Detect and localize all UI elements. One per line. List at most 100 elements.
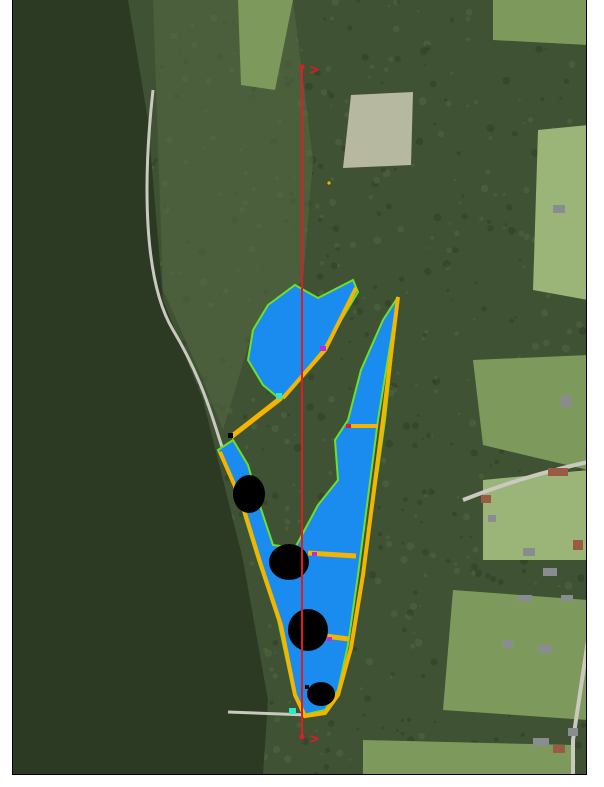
tree-crown	[406, 542, 415, 551]
tree-crown	[413, 631, 416, 635]
tree-crown	[335, 138, 343, 146]
tree-crown	[564, 581, 573, 590]
building	[543, 568, 557, 576]
tree-crown	[317, 412, 326, 421]
field-northwest-strip	[238, 0, 293, 90]
tree-crown	[391, 672, 395, 676]
tree-crown	[450, 17, 455, 22]
field-pasture-east-4	[443, 590, 586, 720]
tree-crown	[350, 316, 354, 321]
forest-belt-center	[153, 0, 313, 430]
tree-crown	[394, 56, 401, 62]
tree-crown	[527, 117, 534, 123]
map-canvas[interactable]: > >	[13, 0, 587, 775]
building	[523, 548, 535, 556]
tree-crown	[284, 526, 289, 531]
tree-crown	[544, 47, 548, 50]
road-east	[462, 460, 586, 502]
tree-crown	[465, 37, 470, 41]
tree-crown	[467, 378, 470, 382]
tree-crown	[469, 569, 472, 572]
tree-crown	[381, 167, 387, 173]
tree-crown	[507, 226, 516, 235]
tree-crown	[422, 333, 427, 337]
tree-crown	[330, 177, 335, 181]
tree-crown	[284, 438, 291, 445]
tree-crown	[281, 412, 287, 419]
tree-crown	[267, 624, 272, 629]
tree-crown	[362, 296, 366, 300]
marker-red-1	[346, 424, 351, 428]
tree-crown	[380, 457, 387, 464]
tree-crown	[479, 216, 484, 222]
tree-crown	[433, 213, 442, 222]
tree-crown	[336, 749, 344, 757]
tree-crown	[296, 722, 303, 728]
tree-crown	[470, 449, 478, 457]
tree-crown	[319, 214, 324, 219]
tree-crown	[377, 531, 383, 537]
tree-crown	[359, 687, 363, 691]
building	[573, 540, 583, 550]
tree-crown	[473, 318, 476, 321]
tree-crown	[463, 513, 471, 521]
building	[503, 640, 513, 648]
tree-crown	[262, 500, 268, 506]
tree-crown	[540, 97, 545, 102]
tree-crown	[535, 45, 543, 53]
map-frame[interactable]: > >	[12, 0, 587, 775]
tree-crown	[362, 713, 366, 717]
tree-crown	[454, 230, 460, 237]
tree-crown	[266, 424, 269, 427]
tree-crown	[518, 469, 521, 473]
tree-crown	[262, 448, 265, 451]
tree-crown	[407, 717, 412, 723]
tree-crown	[518, 259, 522, 262]
tree-crown	[574, 741, 582, 750]
tree-crown	[521, 568, 527, 574]
tree-crown	[430, 552, 436, 558]
tree-crown	[485, 573, 491, 579]
tree-crown	[300, 48, 303, 52]
tree-crown	[284, 518, 291, 525]
tree-crown	[421, 437, 424, 440]
tree-crown	[297, 519, 301, 524]
marker-dark-2	[305, 685, 309, 689]
tree-crown	[269, 667, 275, 672]
tree-crown	[274, 716, 281, 723]
tree-crown	[423, 573, 428, 578]
tree-crown	[414, 514, 418, 518]
tree-crown	[429, 80, 437, 88]
tree-crown	[405, 291, 408, 294]
tree-crown	[402, 422, 411, 430]
tree-crown	[428, 246, 431, 250]
tree-crown	[153, 158, 158, 163]
tree-crown	[401, 508, 405, 512]
flood-band-link	[229, 396, 283, 439]
tree-crown	[461, 194, 465, 198]
tree-crown	[307, 373, 315, 381]
tree-crown	[474, 281, 478, 284]
tree-crown	[454, 331, 459, 336]
tree-crown	[381, 726, 385, 730]
tree-crown	[424, 329, 429, 334]
tree-crown	[502, 192, 506, 196]
deep-zones	[233, 475, 335, 706]
tree-crown	[385, 540, 393, 547]
tree-crown	[377, 544, 384, 551]
tree-crown	[434, 389, 439, 394]
tree-crown	[471, 563, 478, 570]
tree-crown	[301, 737, 309, 746]
tree-crown	[264, 649, 272, 657]
tree-crown	[444, 264, 451, 271]
tree-crown	[514, 316, 518, 319]
tree-crown	[559, 96, 563, 100]
tree-crown	[344, 99, 349, 104]
tree-crown	[432, 377, 441, 386]
tree-crown	[401, 627, 407, 633]
tree-crown	[397, 225, 404, 233]
tree-crown	[266, 391, 269, 394]
tree-crown	[356, 0, 360, 3]
tree-crown	[434, 376, 438, 380]
tree-crown	[382, 169, 391, 178]
